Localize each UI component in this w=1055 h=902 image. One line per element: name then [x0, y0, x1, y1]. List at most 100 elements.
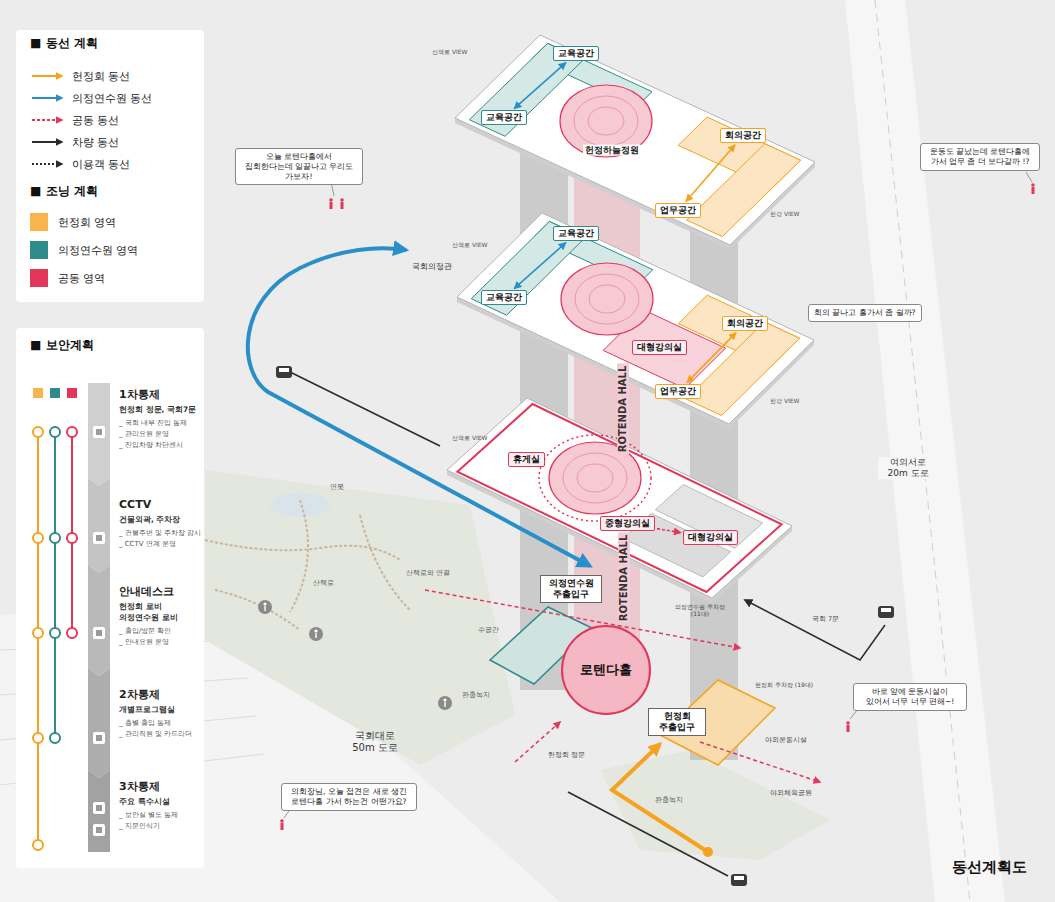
legend-text: 이용객 동선	[72, 157, 131, 172]
pond	[270, 493, 330, 517]
zone-area	[655, 485, 763, 549]
security-key	[50, 388, 60, 398]
person-figure	[1031, 183, 1035, 187]
legend-panel	[16, 30, 204, 302]
security-bar	[88, 668, 110, 778]
control-measure: _ 국회 내부 진입 통제	[119, 419, 187, 427]
diagram-title: 동선계획도	[952, 858, 1027, 876]
legend-text: 의정연수원 영역	[58, 243, 139, 258]
site-label: 야외운동시설	[765, 737, 807, 745]
car-icon	[734, 876, 744, 880]
control-measure: _ CCTV 연계 운영	[119, 540, 176, 548]
association-route	[612, 744, 708, 852]
speech-bubble: 바로 앞에 운동시설이 있어서 너무 너무 편해~!	[853, 683, 967, 711]
control-step: 1차통제	[119, 388, 160, 401]
speech-bubble: 오늘 로텐다홀에서 집회한다는데 일끝나고 우리도 가보자!	[235, 148, 363, 185]
person-figure	[846, 721, 850, 725]
person-figure	[330, 202, 333, 209]
road	[845, 0, 1005, 902]
legend-swatch	[30, 213, 48, 231]
road-centerline	[875, 0, 970, 902]
rotunda-label: ROTENDA HALL	[617, 364, 629, 455]
security-icon	[93, 824, 105, 836]
control-location: 헌정회 정문, 국회7문	[119, 405, 196, 414]
flow-connector	[657, 529, 681, 533]
legend-text: 헌정회 동선	[72, 69, 131, 84]
security-icon	[93, 426, 105, 438]
security-icon	[96, 805, 102, 811]
rotunda-pattern	[574, 96, 638, 146]
zone-label: 교육공간	[553, 46, 599, 61]
zone-label: 대형강의실	[632, 340, 687, 355]
gate-label: 국회 7문	[812, 616, 839, 624]
node-text: 업무공간	[660, 386, 696, 397]
rotunda-pattern	[589, 285, 625, 313]
node-text: 휴게실	[513, 454, 540, 465]
control-measure: _ 진입차량 차단센서	[119, 441, 183, 449]
pedestrian-icon	[438, 696, 452, 710]
security-key	[33, 388, 43, 398]
rotunda-pattern	[577, 464, 613, 492]
node-text: 회의공간	[725, 130, 761, 141]
security-icon	[96, 535, 102, 541]
site-label: 연못	[330, 484, 344, 492]
site-label: 완충녹지	[655, 797, 683, 805]
security-node	[50, 628, 60, 638]
node-text: 교육공간	[486, 112, 522, 123]
vehicle-route	[290, 372, 440, 446]
control-location: 건물외곽, 주차장	[119, 515, 180, 524]
rotunda-pattern	[575, 274, 639, 324]
bubble-tail	[1026, 172, 1032, 182]
site-label: 완충녹지	[462, 692, 490, 700]
person-figure	[281, 823, 284, 830]
security-icon	[96, 429, 102, 435]
flow-connector	[514, 63, 566, 109]
car-icon	[279, 368, 289, 372]
flow-connector	[687, 333, 736, 383]
node-text: 운동도 끝났는데 로텐다홀에 가서 업무 좀 더 보다갈까 !?	[926, 147, 1034, 167]
security-bar	[88, 565, 110, 676]
parking-label: 헌정회 주차장 (19대)	[755, 681, 813, 688]
node-text: 대형강의실	[688, 532, 733, 543]
zone-label: 중형강의실	[600, 516, 655, 531]
speech-bubble: 의회장님, 오늘 접견은 새로 생긴 로텐다홀 가서 하는건 어떤가요?	[281, 783, 417, 811]
control-location: 의정연수원 로비	[119, 613, 178, 622]
site-label: 야외체육공원	[770, 790, 812, 798]
security-node	[50, 733, 60, 743]
control-location: 헌정회 로비	[119, 602, 162, 611]
zone-label: 회의공간	[722, 316, 768, 331]
control-measure: _ 관리직원 및 카드리더	[119, 730, 192, 738]
control-measure: _ 건물주변 및 주차장 감시	[119, 529, 201, 537]
legend-panel	[16, 328, 204, 868]
node-text: 오늘 로텐다홀에서 집회한다는데 일끝나고 우리도 가보자!	[241, 152, 357, 181]
site-label: 수공간	[478, 627, 499, 635]
pedestrian-icon	[315, 633, 316, 638]
pedestrian-icon	[443, 698, 446, 701]
view-label: 산책로 VIEW	[432, 48, 468, 55]
gate-label: 헌정회 정문	[548, 752, 585, 760]
security-node	[33, 733, 43, 743]
zone-label: 교육공간	[481, 290, 527, 305]
zone-label: 교육공간	[553, 226, 599, 241]
legend-line-sample	[32, 163, 62, 165]
person-figure	[329, 198, 333, 202]
node-text: 의회장님, 오늘 접견은 새로 생긴 로텐다홀 가서 하는건 어떤가요?	[287, 787, 411, 807]
shared-route	[700, 742, 820, 782]
view-label: 한강 VIEW	[770, 210, 800, 217]
garden-label: 헌정하늘정원	[583, 145, 641, 156]
security-node	[33, 427, 43, 437]
car-icon	[276, 366, 292, 378]
security-key	[67, 388, 77, 398]
node-text: 교육공간	[486, 292, 522, 303]
floor-plate	[455, 35, 815, 245]
zone-area	[687, 144, 801, 237]
security-icon	[96, 630, 102, 636]
vehicle-route	[568, 792, 728, 876]
park-area	[205, 470, 515, 765]
zone-label: 업무공간	[655, 384, 701, 399]
parking-label: 의정연수원 주차장 (11대)	[673, 603, 727, 617]
pedestrian-icon	[258, 600, 272, 614]
